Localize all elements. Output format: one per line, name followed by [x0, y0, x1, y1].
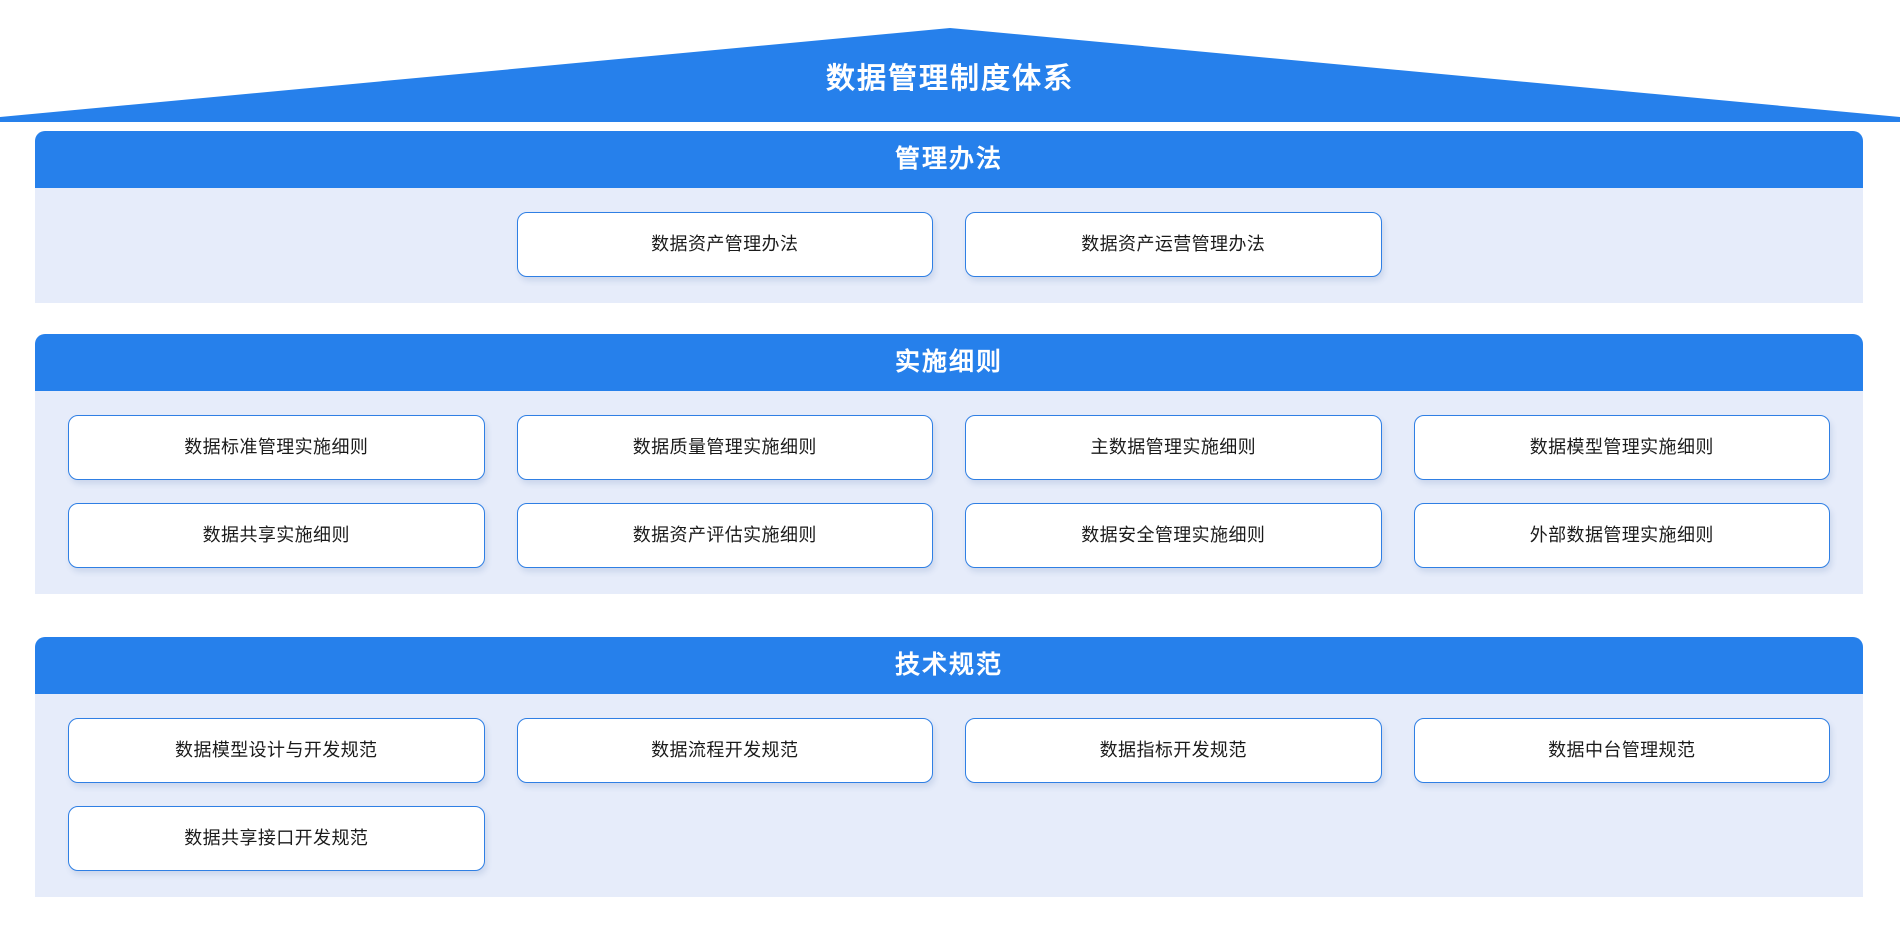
card-label: 数据流程开发规范	[651, 739, 799, 760]
section-body-technical-standards: 数据模型设计与开发规范 数据流程开发规范 数据指标开发规范 数据中台管理规范 数…	[35, 694, 1863, 897]
section-technical-standards: 技术规范 数据模型设计与开发规范 数据流程开发规范 数据指标开发规范 数据中台管…	[35, 637, 1863, 897]
section-management-measures: 管理办法 数据资产管理办法 数据资产运营管理办法	[35, 131, 1863, 303]
section-title: 技术规范	[894, 651, 1003, 679]
card-item[interactable]: 数据模型设计与开发规范	[68, 718, 485, 783]
section-header-implementation-rules: 实施细则	[35, 334, 1863, 391]
card-item[interactable]: 数据标准管理实施细则	[68, 415, 485, 480]
card-label: 数据指标开发规范	[1099, 739, 1247, 760]
section-title: 管理办法	[894, 145, 1003, 173]
card-item[interactable]: 数据资产运营管理办法	[965, 212, 1382, 277]
card-label: 数据质量管理实施细则	[632, 436, 817, 457]
card-item[interactable]: 数据模型管理实施细则	[1413, 415, 1830, 480]
roof-triangle-shape	[0, 28, 1900, 122]
card-label: 数据资产运营管理办法	[1081, 233, 1266, 254]
section-implementation-rules: 实施细则 数据标准管理实施细则 数据质量管理实施细则 主数据管理实施细则 数据模…	[35, 334, 1863, 594]
card-grid: 数据模型设计与开发规范 数据流程开发规范 数据指标开发规范 数据中台管理规范 数…	[68, 718, 1830, 871]
card-label: 数据资产管理办法	[651, 233, 799, 254]
card-grid: 数据标准管理实施细则 数据质量管理实施细则 主数据管理实施细则 数据模型管理实施…	[68, 415, 1830, 568]
section-header-technical-standards: 技术规范	[35, 637, 1863, 694]
card-item[interactable]: 数据共享接口开发规范	[68, 806, 485, 871]
card-item[interactable]: 数据指标开发规范	[965, 718, 1382, 783]
pyramid-roof: 数据管理制度体系	[0, 0, 1900, 122]
card-item[interactable]: 主数据管理实施细则	[965, 415, 1382, 480]
card-item[interactable]: 数据中台管理规范	[1413, 718, 1830, 783]
card-label: 数据模型管理实施细则	[1529, 436, 1714, 457]
card-label: 外部数据管理实施细则	[1529, 524, 1714, 545]
card-item[interactable]: 数据资产管理办法	[516, 212, 933, 277]
card-item[interactable]: 数据资产评估实施细则	[516, 503, 933, 568]
card-item[interactable]: 数据共享实施细则	[68, 503, 485, 568]
section-body-implementation-rules: 数据标准管理实施细则 数据质量管理实施细则 主数据管理实施细则 数据模型管理实施…	[35, 391, 1863, 594]
card-label: 数据共享接口开发规范	[184, 827, 369, 848]
card-label: 数据模型设计与开发规范	[175, 739, 378, 760]
card-item[interactable]: 数据质量管理实施细则	[516, 415, 933, 480]
card-label: 数据共享实施细则	[202, 524, 350, 545]
card-item[interactable]: 数据流程开发规范	[516, 718, 933, 783]
section-title: 实施细则	[894, 348, 1003, 376]
card-grid: 数据资产管理办法 数据资产运营管理办法	[68, 212, 1830, 277]
card-label: 数据安全管理实施细则	[1081, 524, 1266, 545]
card-label: 数据中台管理规范	[1548, 739, 1696, 760]
card-label: 数据资产评估实施细则	[632, 524, 817, 545]
card-item[interactable]: 外部数据管理实施细则	[1413, 503, 1830, 568]
card-label: 数据标准管理实施细则	[184, 436, 369, 457]
card-item[interactable]: 数据安全管理实施细则	[965, 503, 1382, 568]
section-header-management-measures: 管理办法	[35, 131, 1863, 188]
section-body-management-measures: 数据资产管理办法 数据资产运营管理办法	[35, 188, 1863, 303]
card-label: 主数据管理实施细则	[1090, 436, 1257, 457]
